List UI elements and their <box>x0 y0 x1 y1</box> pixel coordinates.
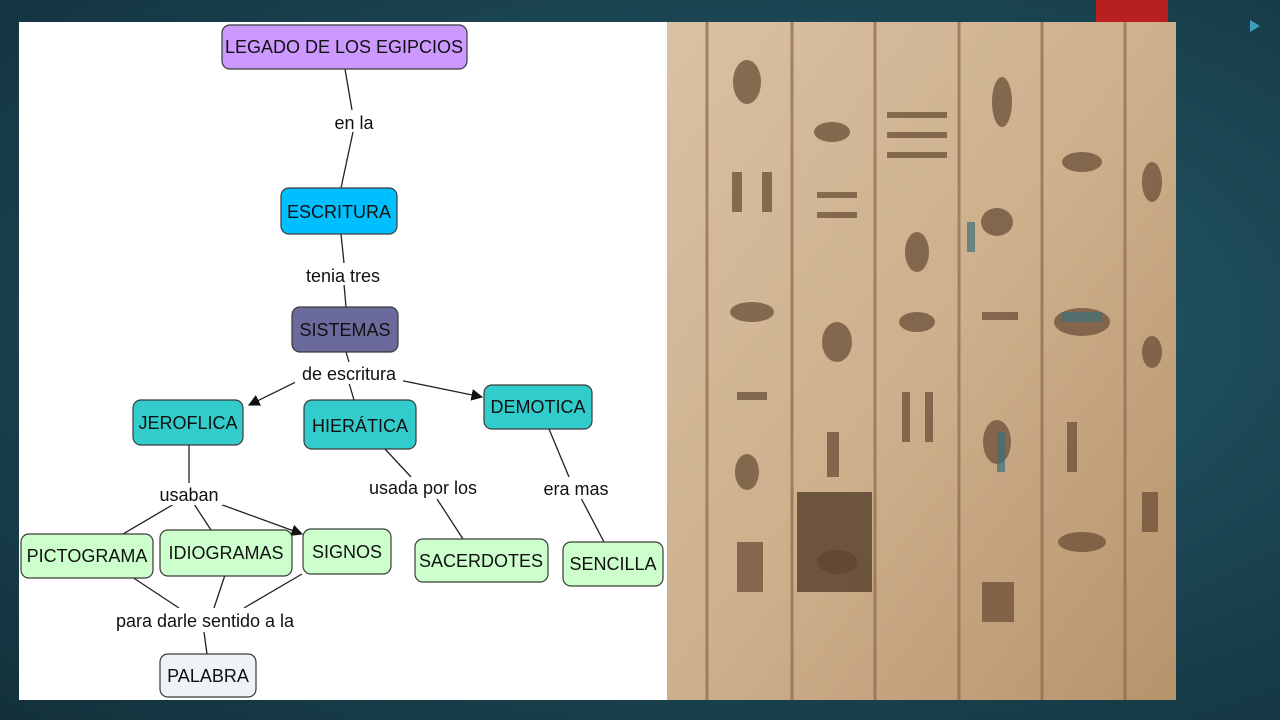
link-para-darle: para darle sentido a la <box>116 611 295 631</box>
node-pictograma: PICTOGRAMA <box>20 533 154 579</box>
node-legado: LEGADO DE LOS EGIPCIOS <box>221 24 468 70</box>
svg-text:PICTOGRAMA: PICTOGRAMA <box>27 546 148 566</box>
node-sistemas: SISTEMAS <box>291 306 399 353</box>
svg-text:SACERDOTES: SACERDOTES <box>419 551 543 571</box>
link-usada-por-los: usada por los <box>369 478 477 498</box>
node-escritura: ESCRITURA <box>280 187 398 235</box>
link-de-escritura: de escritura <box>302 364 397 384</box>
node-signos: SIGNOS <box>302 528 392 575</box>
node-jeroflica: JEROFLICA <box>132 399 244 446</box>
svg-text:PALABRA: PALABRA <box>167 666 249 686</box>
link-usaban: usaban <box>159 485 218 505</box>
node-hieratica: HIERÁTICA <box>303 399 417 450</box>
node-palabra: PALABRA <box>159 653 257 698</box>
accent-bar <box>1096 0 1168 22</box>
svg-text:IDIOGRAMAS: IDIOGRAMAS <box>168 543 283 563</box>
link-tenia-tres: tenia tres <box>306 266 380 286</box>
hieroglyph-wall-photo <box>667 22 1176 700</box>
connectors <box>122 68 605 655</box>
svg-text:DEMOTICA: DEMOTICA <box>490 397 585 417</box>
svg-text:JEROFLICA: JEROFLICA <box>138 413 237 433</box>
svg-text:HIERÁTICA: HIERÁTICA <box>312 416 408 436</box>
svg-text:SENCILLA: SENCILLA <box>569 554 656 574</box>
node-sacerdotes: SACERDOTES <box>414 538 549 583</box>
svg-text:LEGADO DE LOS EGIPCIOS: LEGADO DE LOS EGIPCIOS <box>225 37 463 57</box>
svg-text:SIGNOS: SIGNOS <box>312 542 382 562</box>
link-labels: en la tenia tres de escritura usaban usa… <box>107 110 615 632</box>
concept-map: en la tenia tres de escritura usaban usa… <box>20 24 664 698</box>
slide-arrow-icon <box>1250 20 1260 32</box>
hieroglyph-wall-image <box>667 22 1176 700</box>
svg-text:SISTEMAS: SISTEMAS <box>299 320 390 340</box>
node-demotica: DEMOTICA <box>483 384 593 430</box>
link-era-mas: era mas <box>543 479 608 499</box>
svg-text:ESCRITURA: ESCRITURA <box>287 202 391 222</box>
node-sencilla: SENCILLA <box>562 541 664 587</box>
concept-map-panel: en la tenia tres de escritura usaban usa… <box>19 22 667 700</box>
node-idiogramas: IDIOGRAMAS <box>159 529 293 577</box>
link-en-la: en la <box>334 113 374 133</box>
